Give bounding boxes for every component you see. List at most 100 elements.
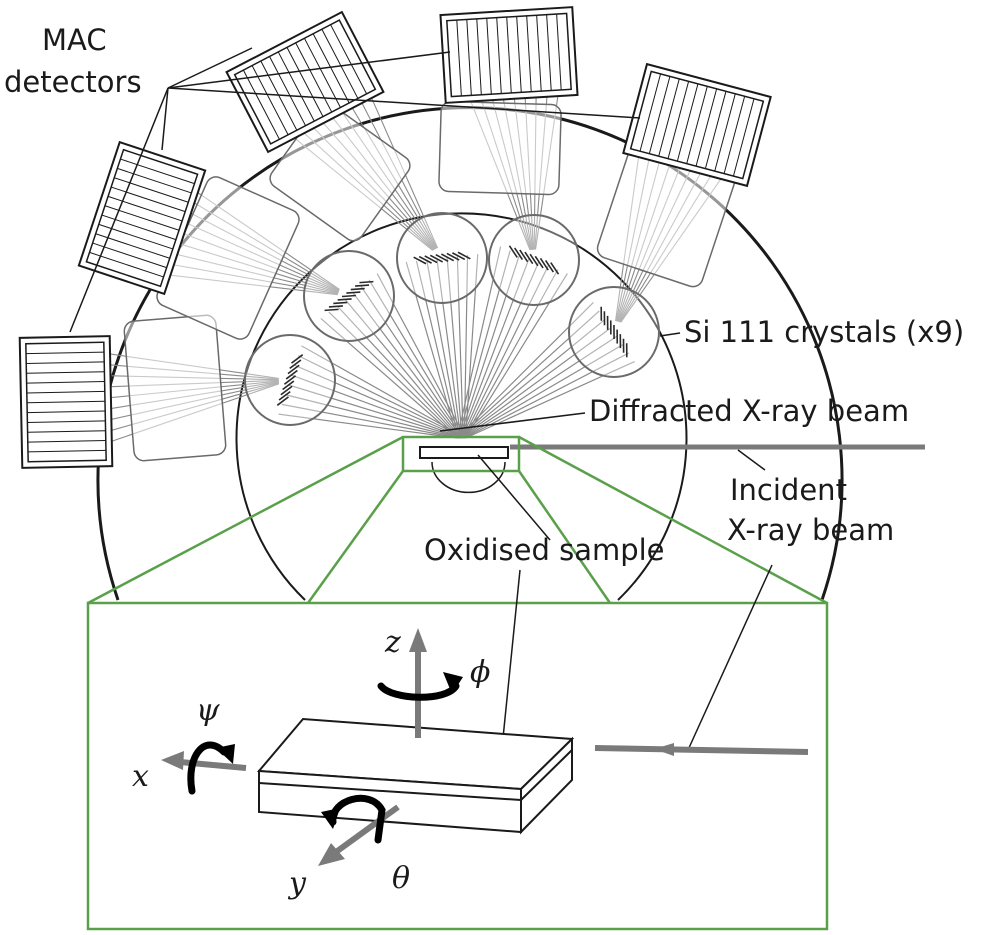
sample-ray (294, 364, 464, 439)
sample-arc (431, 461, 506, 494)
si-crystal-tick (440, 253, 455, 262)
detector-strip (516, 16, 522, 93)
si-crystal-tick (276, 396, 289, 406)
detector-strip (120, 158, 195, 185)
axis-label-y: y (287, 866, 307, 901)
si-crystal-tick (285, 369, 298, 380)
sample-ray (461, 261, 540, 439)
zoom-line-left-1 (87, 435, 404, 605)
detector-strip (658, 78, 680, 157)
si-crystal-tick (508, 245, 518, 258)
sample-ray (457, 310, 600, 439)
sample-ray (459, 318, 606, 439)
leader-mac-1 (167, 47, 253, 89)
si-crystal-tick (418, 255, 432, 264)
sample-ray (457, 250, 511, 439)
si-crystal-tick (341, 294, 357, 298)
si-crystal-tick (519, 249, 529, 263)
sample-ray (465, 253, 479, 439)
detector-strip (89, 251, 164, 278)
si-crystal-tick (328, 305, 343, 308)
sample-ray (459, 254, 521, 439)
detector-strip (26, 371, 105, 374)
sample-ray (456, 256, 464, 439)
detector-strip (277, 51, 315, 122)
si-crystal-tick (424, 255, 438, 264)
leader-mac-4 (161, 87, 169, 151)
sample-ray (320, 317, 458, 439)
si-crystal-tick (524, 251, 534, 265)
z-arrowhead (409, 628, 427, 652)
si-crystal-tick (355, 284, 370, 287)
leader-diffracted (439, 412, 586, 432)
si-crystal-tick (346, 291, 361, 294)
si-crystal-tick (289, 359, 302, 370)
sample-ray (328, 311, 459, 439)
zoom-line-right-2 (517, 470, 612, 604)
si-crystal-tick (550, 262, 560, 275)
sample-ray (415, 260, 459, 439)
inset-zoom (86, 435, 829, 931)
leader-lines (69, 47, 773, 751)
sample-ray (456, 302, 594, 439)
oxide-layer-front (258, 782, 522, 801)
si-crystal-tick (333, 301, 348, 305)
detector-strip (321, 29, 359, 99)
detector-strip (732, 98, 755, 177)
sample-ray (463, 255, 469, 439)
detector-strip (486, 18, 492, 95)
label-xray-beam: X-ray beam (727, 513, 894, 547)
leader-mac-5 (69, 87, 169, 333)
si-crystal-tick (529, 253, 539, 267)
inset-large-rect (86, 601, 829, 931)
sample-ray (288, 384, 461, 439)
detector-strip (26, 390, 105, 394)
rotation-label-phi: ϕ (470, 655, 490, 690)
sample-ray (278, 413, 458, 439)
oxide-layer-side (520, 749, 573, 801)
detector-strip (704, 91, 727, 169)
y-axis (334, 804, 400, 855)
sample-ray (297, 355, 465, 439)
sample-ray (465, 360, 635, 439)
leader-mac-2 (167, 51, 451, 89)
detector-strip (27, 449, 106, 453)
detector-strip (92, 242, 167, 269)
sample-ray (301, 345, 466, 439)
detector-strip (546, 14, 552, 91)
sample-ray (352, 292, 463, 439)
detector-strip (286, 47, 324, 117)
phi-arrowhead (443, 672, 463, 694)
detector-strip (723, 96, 746, 174)
y-arrowhead (318, 843, 345, 866)
theta-arrowhead (321, 808, 340, 829)
detector-strip (639, 73, 662, 152)
incident-beam-inset (594, 745, 809, 755)
rotation-arrowheads (216, 672, 463, 829)
sample-ray (463, 269, 559, 439)
si-crystal-tick (446, 252, 460, 261)
si-crystal-tick (287, 364, 300, 375)
sample-ray (446, 257, 463, 439)
slit-box (438, 100, 562, 196)
label-oxidised-sample: Oxidised sample (424, 533, 665, 567)
slit-box (123, 314, 227, 462)
zoom-line-right-1 (518, 435, 828, 605)
sample-ray (460, 257, 530, 439)
detector-strip (695, 88, 718, 167)
sample-ray (360, 286, 464, 439)
detector-strip (27, 420, 106, 423)
rotation-label-theta: θ (392, 861, 410, 896)
leader-oxidised-top (477, 454, 551, 541)
detector-strip (26, 400, 106, 404)
mac-detector (18, 335, 114, 469)
detector-strip (303, 38, 341, 108)
sample-ray (462, 344, 624, 439)
incident-arrowhead (654, 743, 674, 756)
x-arrowhead (161, 751, 184, 770)
psi-rotation-arrow (187, 741, 228, 795)
detector-strip (456, 20, 462, 96)
leader-mac-3 (167, 87, 641, 119)
detector-strip (676, 83, 699, 162)
